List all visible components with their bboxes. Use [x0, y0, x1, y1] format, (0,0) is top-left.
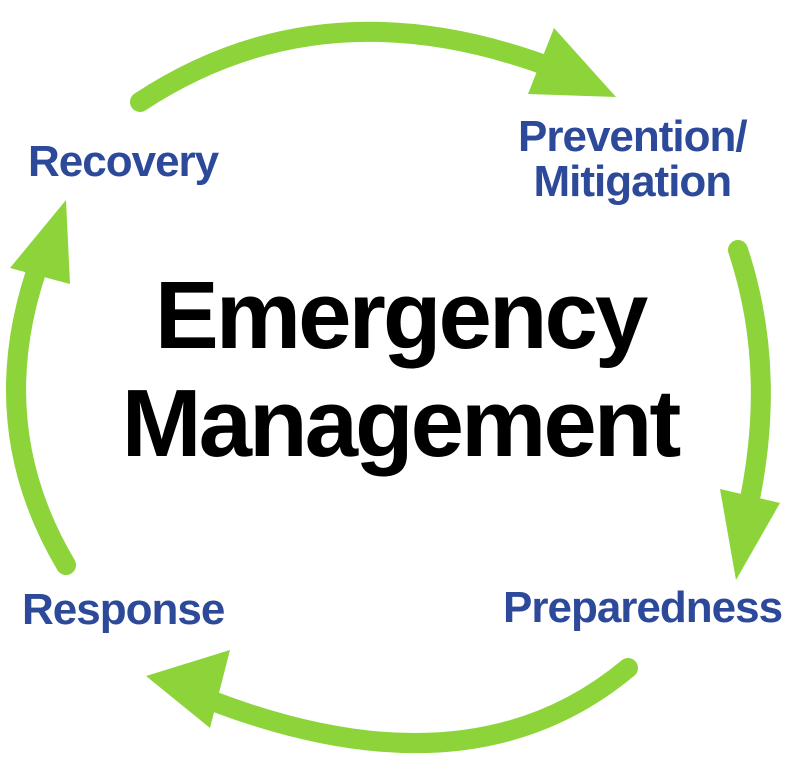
phase-label-prevention-line1: Prevention/	[518, 112, 748, 161]
arrow-response-to-recovery	[6, 245, 76, 575]
arrowhead-recovery	[10, 200, 70, 284]
arrow-preparedness-to-response	[200, 658, 638, 753]
center-title-line1: Emergency	[154, 262, 649, 369]
phase-label-prevention: Prevention/ Mitigation	[518, 112, 748, 206]
phase-label-preparedness: Preparedness	[503, 583, 783, 632]
center-title: Emergency Management	[0, 262, 800, 477]
arrow-prevention-to-preparedness	[728, 240, 771, 518]
arrow-recovery-to-prevention	[130, 21, 568, 112]
arrowhead-prevention	[528, 28, 616, 97]
phase-label-recovery: Recovery	[28, 137, 219, 186]
center-title-line2: Management	[121, 369, 682, 477]
arrowhead-response	[146, 650, 230, 728]
phase-label-response: Response	[22, 585, 225, 634]
arrowhead-preparedness	[720, 489, 780, 580]
phase-label-prevention-line2: Mitigation	[533, 156, 732, 206]
